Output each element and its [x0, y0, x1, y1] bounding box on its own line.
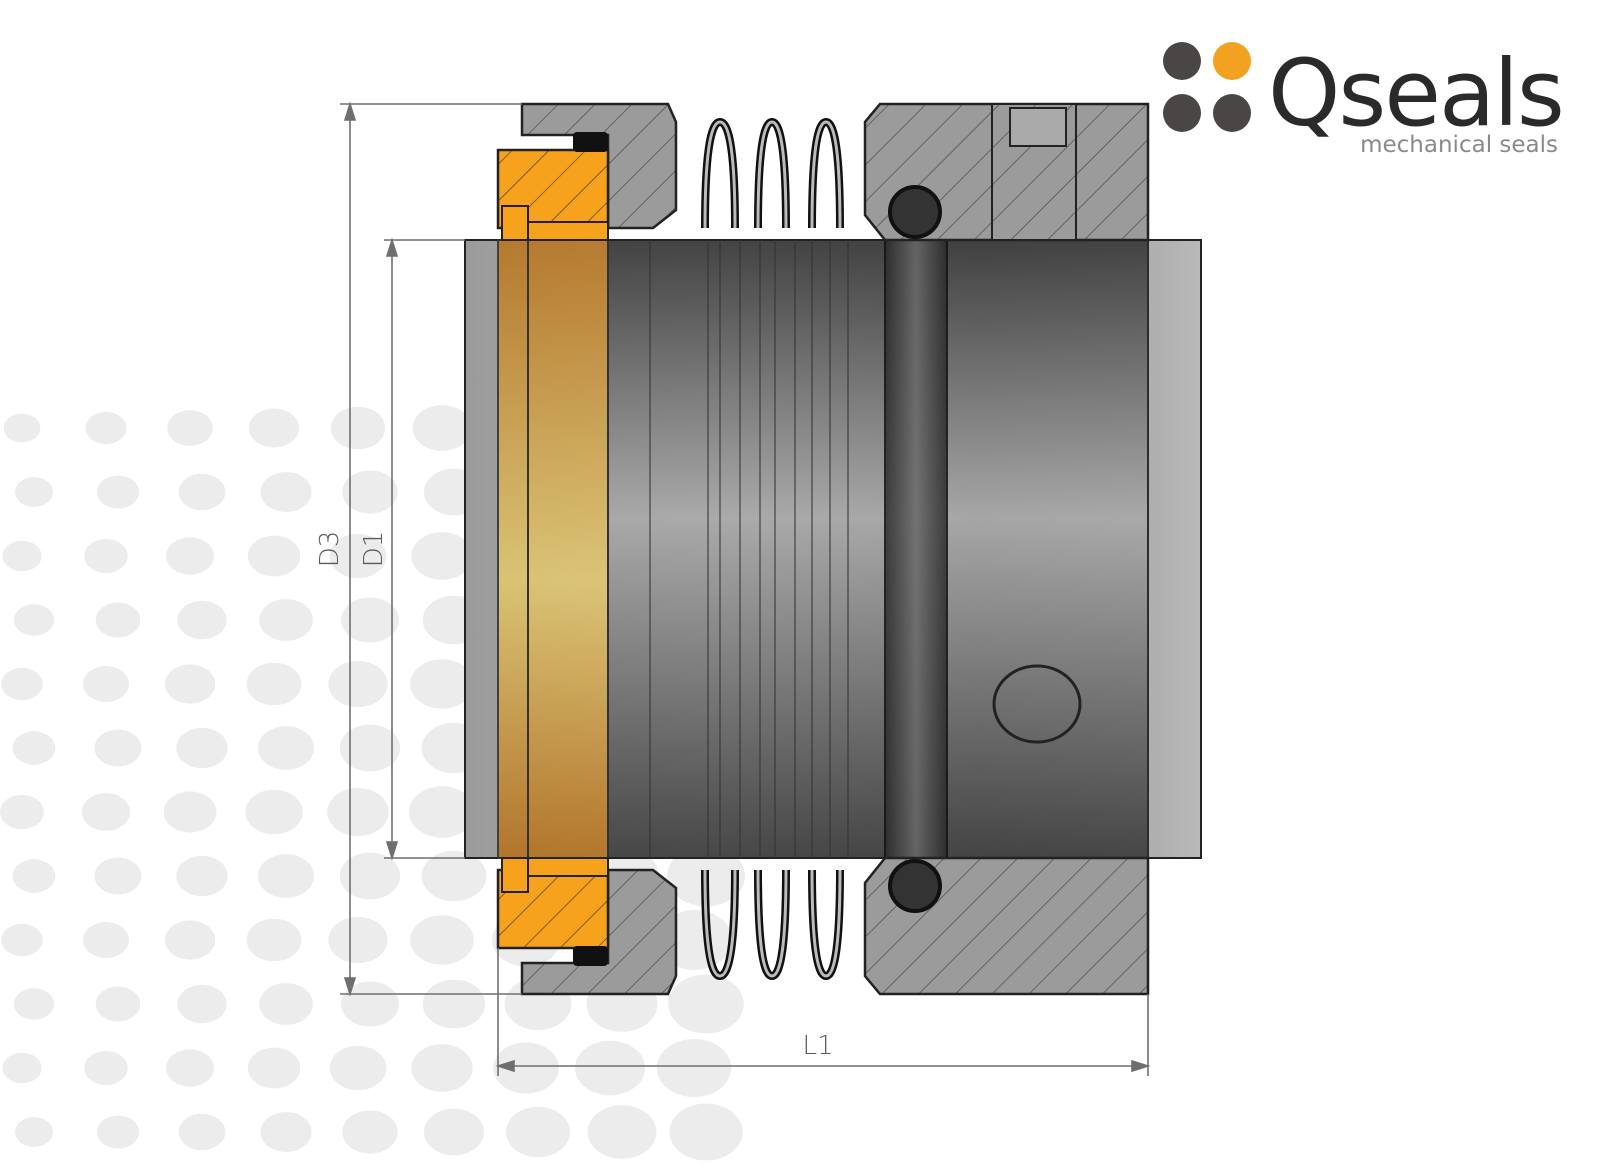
logo-tagline: mechanical seals	[1360, 132, 1558, 158]
background-dot	[1, 923, 43, 957]
background-dot	[409, 786, 475, 838]
background-dot	[412, 405, 472, 451]
background-dot	[177, 984, 227, 1024]
background-dot	[94, 857, 142, 895]
background-dot	[246, 918, 302, 962]
dimension-label-l1: L1	[802, 1031, 833, 1061]
background-dot	[2, 540, 42, 572]
background-dot	[95, 602, 141, 638]
seal-face-front	[497, 239, 609, 859]
background-dot	[166, 1049, 214, 1087]
background-dot	[166, 537, 214, 575]
background-dot	[85, 411, 127, 445]
background-dot	[493, 1042, 559, 1094]
seal-body	[607, 239, 1149, 859]
o-ring-band	[884, 239, 948, 859]
background-dot	[339, 852, 401, 900]
logo-dot-2	[1213, 42, 1251, 80]
background-dot	[164, 664, 216, 704]
background-dot	[259, 599, 313, 641]
background-dot	[12, 731, 56, 765]
background-dot	[342, 470, 398, 514]
background-dot	[12, 859, 56, 893]
background-dot	[249, 408, 299, 448]
background-dot	[258, 854, 314, 898]
background-dot	[1, 667, 43, 701]
bottom-cross-section	[496, 856, 1150, 996]
logo-dot-4	[1213, 94, 1251, 132]
background-dot	[341, 981, 399, 1027]
dimension-label-d1: D1	[359, 531, 389, 568]
background-dot	[328, 660, 388, 708]
background-dot	[342, 1110, 398, 1154]
dimension-lines	[340, 101, 1151, 1076]
background-dot	[656, 1038, 732, 1098]
background-dot	[163, 791, 217, 833]
background-dot	[327, 787, 389, 837]
background-dot	[424, 1108, 484, 1156]
background-dot	[410, 915, 474, 965]
logo-wordmark: Qseals	[1268, 40, 1563, 147]
background-dot	[13, 988, 55, 1020]
background-dot	[96, 1115, 140, 1149]
background-dot	[668, 974, 744, 1034]
background-dot	[164, 920, 216, 960]
background-dot	[247, 1047, 301, 1089]
background-dot	[411, 532, 473, 580]
background-dot	[176, 727, 228, 769]
background-dot	[0, 794, 44, 830]
background-dot	[3, 413, 41, 443]
background-dot	[95, 986, 141, 1022]
background-dot	[575, 1040, 645, 1096]
background-dot	[15, 477, 53, 507]
background-dot	[81, 793, 131, 831]
background-dot	[328, 916, 388, 964]
logo-dot-1	[1163, 42, 1201, 80]
background-dot	[176, 855, 228, 897]
background-dot	[258, 726, 314, 770]
background-dot	[84, 538, 128, 574]
background-dot	[94, 729, 142, 767]
background-dot	[341, 597, 399, 643]
dimension-label-d3: D3	[315, 531, 345, 568]
background-dot	[83, 666, 129, 702]
background-dot	[84, 1050, 128, 1086]
background-dot	[422, 979, 486, 1029]
background-dot	[410, 659, 474, 709]
background-dot	[245, 789, 303, 835]
bellows-lines	[649, 240, 849, 858]
background-dot	[96, 475, 140, 509]
qseals-logo: Qseals mechanical seals	[1163, 40, 1565, 158]
background-dot	[505, 1106, 571, 1158]
background-dot	[259, 983, 313, 1025]
background-dot	[329, 533, 387, 579]
background-dot	[260, 472, 312, 512]
top-cross-section	[496, 102, 1150, 242]
background-dot	[2, 1052, 42, 1084]
background-dot	[329, 1045, 387, 1091]
background-dot	[13, 604, 55, 636]
background-dot	[15, 1117, 53, 1147]
background-dot	[247, 535, 301, 577]
background-dot	[421, 850, 487, 902]
background-dot	[669, 1103, 743, 1161]
background-dot	[246, 662, 302, 706]
background-dot	[178, 473, 226, 511]
background-dot	[260, 1112, 312, 1152]
background-dot	[83, 922, 129, 958]
background-dot	[167, 410, 213, 446]
background-dot	[587, 1105, 657, 1159]
background-dot	[177, 600, 227, 640]
background-dot	[411, 1044, 473, 1092]
logo-dot-3	[1163, 94, 1201, 132]
set-screw-hole	[992, 664, 1082, 744]
background-dot	[330, 406, 386, 450]
background-dot	[178, 1113, 226, 1151]
background-dot	[339, 724, 401, 772]
